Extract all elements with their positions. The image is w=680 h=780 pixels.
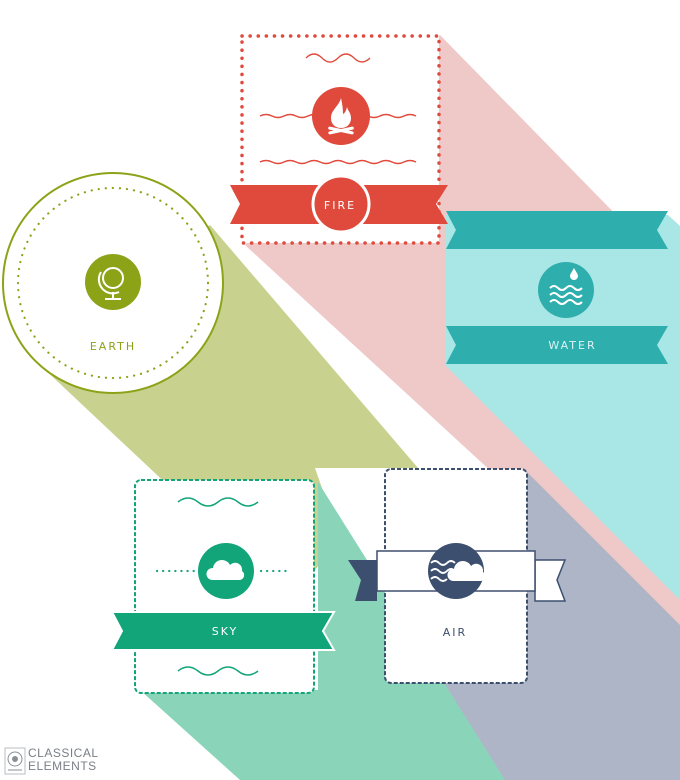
- air-long-shadow: [390, 470, 680, 780]
- fire-wave-bottom: [259, 159, 417, 165]
- water-label: WATER: [548, 339, 597, 352]
- globe-icon: [97, 267, 124, 300]
- earth-card[interactable]: [0, 168, 230, 398]
- earth-dotted-ring: [16, 186, 210, 380]
- air-label: AIR: [442, 626, 468, 639]
- cloud-icon: [206, 560, 245, 580]
- earth-label: EARTH: [89, 340, 137, 353]
- sky-flourish-top: [177, 497, 259, 507]
- brand-text: CLASSICAL ELEMENTS: [28, 747, 99, 773]
- fire-icon: [328, 98, 354, 135]
- water-card[interactable]: [440, 208, 670, 368]
- sky-label: SKY: [211, 625, 239, 638]
- sky-ribbon: [110, 611, 336, 651]
- sky-flourish-bottom: [177, 666, 259, 676]
- fire-flourish: [305, 53, 371, 63]
- air-ribbon-tail-right: [534, 559, 567, 602]
- fire-label-badge: [311, 174, 371, 234]
- brand-seal-icon: [4, 747, 26, 775]
- water-long-shadow: [445, 215, 680, 600]
- air-card[interactable]: [345, 463, 575, 693]
- fire-card[interactable]: [228, 28, 458, 258]
- fire-label: FIRE: [323, 199, 357, 212]
- water-ribbon-bottom: [446, 326, 668, 364]
- air-ribbon-tail-left: [348, 560, 377, 601]
- earth-icon-circle: [85, 254, 141, 310]
- water-ribbon-top: [446, 211, 668, 249]
- water-icon-circle: [538, 262, 594, 318]
- brand-line-1: CLASSICAL: [28, 746, 99, 760]
- sky-card[interactable]: [110, 474, 340, 699]
- wind-cloud-icon: [430, 560, 486, 582]
- brand-line-2: ELEMENTS: [28, 759, 97, 773]
- water-drop-icon: [549, 268, 583, 305]
